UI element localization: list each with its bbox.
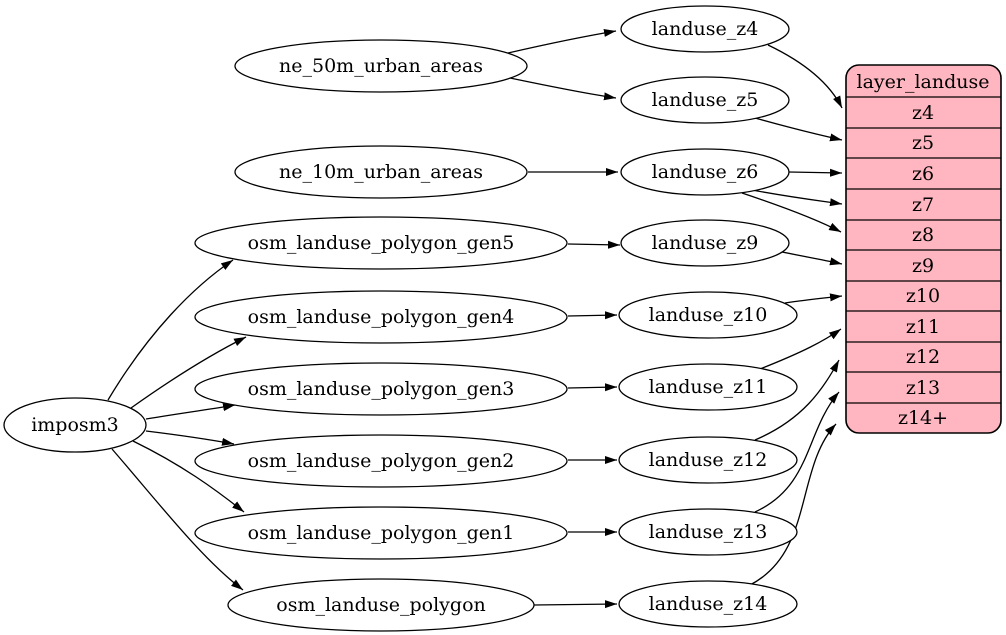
edge-landuse_z11-to-layer_landuse-z11 bbox=[759, 328, 842, 370]
edge-landuse_z12-to-layer_landuse-z12 bbox=[754, 359, 840, 441]
node-landuse_z6: landuse_z6 bbox=[620, 148, 790, 196]
table-row-z12: z12 bbox=[906, 346, 940, 368]
node-shape bbox=[620, 219, 790, 267]
node-landuse_z10: landuse_z10 bbox=[618, 291, 798, 339]
node-osm_landuse_polygon_gen5: osm_landuse_polygon_gen5 bbox=[194, 216, 568, 270]
table-row-z4: z4 bbox=[912, 102, 934, 124]
node-label: osm_landuse_polygon_gen3 bbox=[248, 378, 515, 400]
node-layer_landuse-table: layer_landuse z4 z5 z6 z7 z8 z9 z10 z11 … bbox=[845, 64, 1002, 434]
node-shape bbox=[234, 39, 528, 93]
edge-imposm3-to-osm_landuse_polygon_gen5 bbox=[107, 259, 234, 401]
node-shape bbox=[194, 216, 568, 270]
node-landuse_z4: landuse_z4 bbox=[620, 5, 790, 53]
node-landuse_z13: landuse_z13 bbox=[618, 508, 798, 556]
table-row-z8: z8 bbox=[912, 224, 934, 246]
table-outline bbox=[845, 64, 1002, 434]
node-landuse_z11: landuse_z11 bbox=[618, 363, 798, 411]
node-shape bbox=[3, 397, 147, 453]
node-shape bbox=[194, 290, 568, 344]
node-landuse_z9: landuse_z9 bbox=[620, 219, 790, 267]
edge-landuse_z13-to-layer_landuse-z13 bbox=[754, 391, 840, 513]
node-label: landuse_z4 bbox=[652, 18, 759, 40]
node-label: landuse_z13 bbox=[649, 521, 768, 543]
edge-landuse_z9-to-layer_landuse-z9 bbox=[781, 251, 843, 266]
table-row-z10: z10 bbox=[906, 285, 940, 307]
edge-landuse_z5-to-layer_landuse-z5 bbox=[754, 117, 843, 142]
node-osm_landuse_polygon_gen2: osm_landuse_polygon_gen2 bbox=[194, 434, 568, 488]
node-osm_landuse_polygon: osm_landuse_polygon bbox=[227, 578, 535, 632]
edge-osm_landuse_polygon_gen5-to-landuse_z9 bbox=[567, 240, 621, 249]
table-title: layer_landuse bbox=[857, 71, 990, 93]
edge-imposm3-to-osm_landuse_polygon_gen1 bbox=[132, 440, 245, 513]
node-shape bbox=[194, 434, 568, 488]
node-label: ne_10m_urban_areas bbox=[279, 161, 483, 183]
node-ne_50m_urban_areas: ne_50m_urban_areas bbox=[234, 39, 528, 93]
node-shape bbox=[620, 76, 790, 124]
node-label: osm_landuse_polygon_gen4 bbox=[248, 306, 515, 328]
node-shape bbox=[227, 578, 535, 632]
table-row-z6: z6 bbox=[912, 163, 934, 185]
node-label: landuse_z12 bbox=[649, 449, 768, 471]
table-row-z13: z13 bbox=[906, 377, 940, 399]
node-shape bbox=[234, 145, 528, 199]
edge-ne_50m_urban_areas-to-landuse_z4 bbox=[507, 29, 617, 54]
edge-landuse_z10-to-layer_landuse-z10 bbox=[784, 293, 843, 304]
edge-osm_landuse_polygon_gen3-to-landuse_z11 bbox=[567, 383, 618, 392]
edges bbox=[107, 29, 843, 609]
table-row-z7: z7 bbox=[912, 194, 934, 216]
edge-imposm3-to-osm_landuse_polygon_gen2 bbox=[145, 430, 235, 446]
node-osm_landuse_polygon_gen3: osm_landuse_polygon_gen3 bbox=[194, 362, 568, 416]
node-label: landuse_z5 bbox=[652, 89, 759, 111]
node-shape bbox=[618, 580, 798, 628]
edge-imposm3-to-osm_landuse_polygon_gen3 bbox=[145, 403, 236, 420]
node-osm_landuse_polygon_gen4: osm_landuse_polygon_gen4 bbox=[194, 290, 568, 344]
node-shape bbox=[194, 362, 568, 416]
edge-landuse_z6-to-layer_landuse-z7 bbox=[751, 189, 843, 207]
node-ne_10m_urban_areas: ne_10m_urban_areas bbox=[234, 145, 528, 199]
node-label: osm_landuse_polygon bbox=[276, 594, 486, 616]
node-shape bbox=[620, 5, 790, 53]
node-shape bbox=[618, 436, 798, 484]
node-landuse_z5: landuse_z5 bbox=[620, 76, 790, 124]
table-row-z5: z5 bbox=[912, 132, 934, 154]
node-label: landuse_z14 bbox=[649, 593, 768, 615]
edge-osm_landuse_polygon_gen4-to-landuse_z10 bbox=[567, 311, 618, 320]
node-landuse_z14: landuse_z14 bbox=[618, 580, 798, 628]
node-shape bbox=[618, 363, 798, 411]
edge-imposm3-to-osm_landuse_polygon_gen4 bbox=[130, 336, 247, 409]
edge-landuse_z4-to-layer_landuse-z4 bbox=[767, 44, 843, 109]
edge-landuse_z6-to-layer_landuse-z8 bbox=[741, 192, 842, 233]
node-label: osm_landuse_polygon_gen5 bbox=[248, 232, 515, 254]
edge-imposm3-to-osm_landuse_polygon bbox=[111, 448, 244, 591]
node-shape bbox=[618, 508, 798, 556]
node-label: imposm3 bbox=[31, 414, 119, 436]
edge-ne_50m_urban_areas-to-landuse_z5 bbox=[509, 77, 617, 101]
node-label: landuse_z10 bbox=[649, 304, 768, 326]
node-shape bbox=[618, 291, 798, 339]
node-shape bbox=[194, 506, 568, 560]
node-label: osm_landuse_polygon_gen1 bbox=[248, 522, 515, 544]
node-label: osm_landuse_polygon_gen2 bbox=[248, 450, 515, 472]
node-landuse_z12: landuse_z12 bbox=[618, 436, 798, 484]
node-label: ne_50m_urban_areas bbox=[279, 55, 483, 77]
node-osm_landuse_polygon_gen1: osm_landuse_polygon_gen1 bbox=[194, 506, 568, 560]
edge-landuse_z6-to-layer_landuse-z6 bbox=[788, 168, 843, 177]
node-label: landuse_z6 bbox=[652, 161, 759, 183]
edge-osm_landuse_polygon-to-landuse_z14 bbox=[533, 600, 618, 609]
table-row-z11: z11 bbox=[906, 316, 940, 338]
node-label: landuse_z11 bbox=[649, 376, 768, 398]
edge-landuse_z14-to-layer_landuse-z14plus bbox=[749, 423, 837, 586]
table-row-z9: z9 bbox=[912, 255, 934, 277]
node-shape bbox=[620, 148, 790, 196]
node-imposm3: imposm3 bbox=[3, 397, 147, 453]
node-label: landuse_z9 bbox=[652, 232, 759, 254]
table-row-z14plus: z14+ bbox=[898, 407, 948, 429]
